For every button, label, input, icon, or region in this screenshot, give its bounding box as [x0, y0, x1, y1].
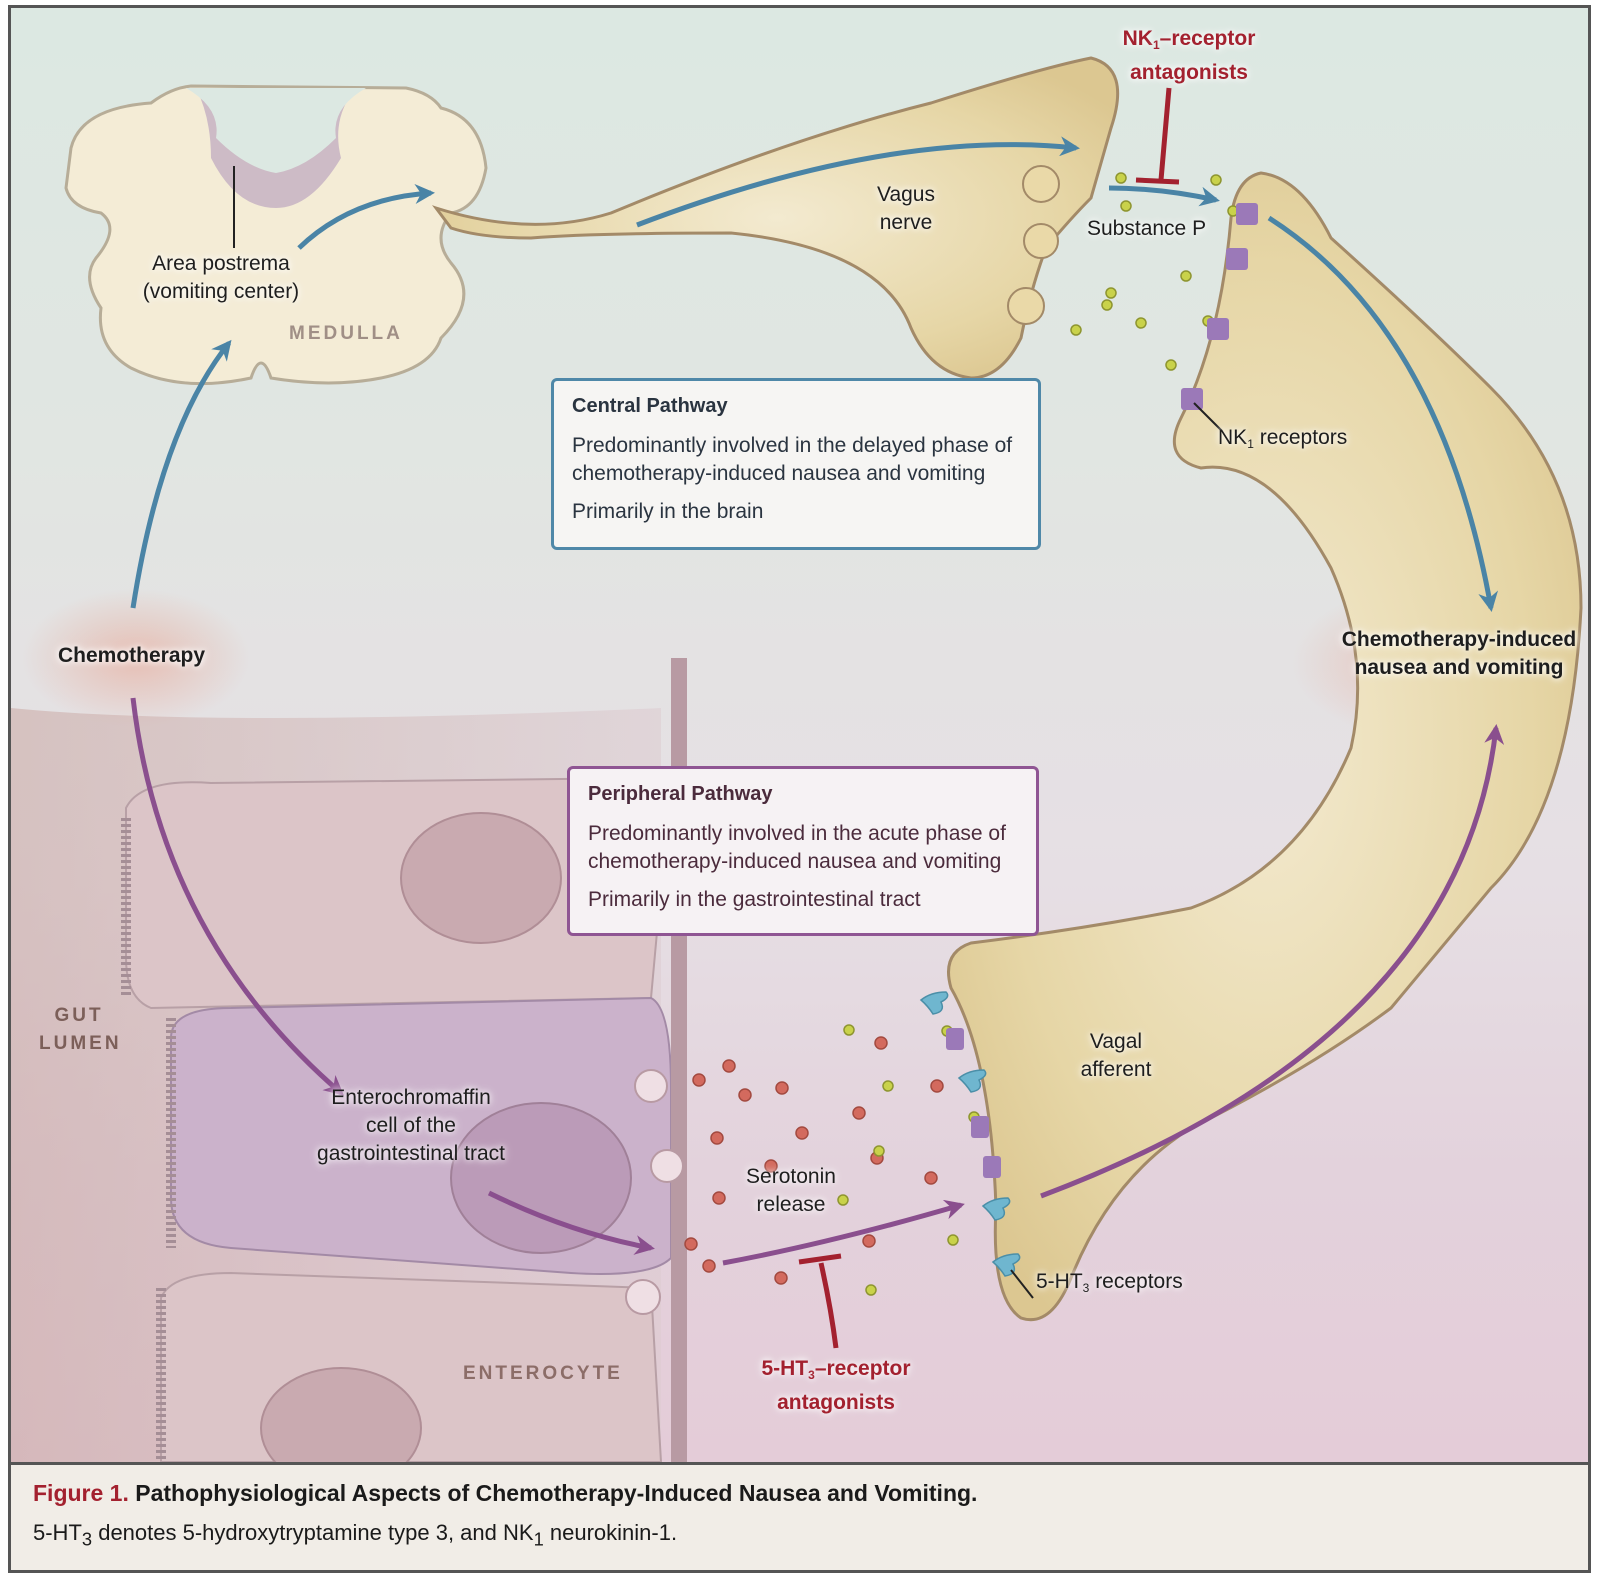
arrow-enterochromaffin-to-release	[487, 1190, 655, 1255]
ht3-receptors-pointer	[1010, 1269, 1034, 1299]
serotonin-vesicles	[625, 1069, 684, 1315]
vesicle	[1007, 287, 1045, 325]
postsynaptic-neuron-shape	[947, 171, 1583, 1321]
nucleus	[400, 812, 562, 944]
nucleus	[260, 1367, 422, 1462]
figure-title: Figure 1. Pathophysiological Aspects of …	[33, 1480, 977, 1507]
peripheral-pathway-location: Primarily in the gastrointestinal tract	[588, 888, 921, 911]
vagal-afferent-label: Vagal afferent	[1080, 1030, 1152, 1081]
vagus-nerve-shape	[431, 56, 1120, 380]
illustration: Area postrema (vomiting center) MEDULLA …	[11, 8, 1588, 1465]
nk1-antagonists-label: NK1–receptor antagonists	[1122, 27, 1256, 84]
substance-p-particles-peripheral	[837, 1024, 980, 1296]
peripheral-pathway-title: Peripheral Pathway	[588, 783, 773, 805]
serotonin-particles	[684, 1036, 944, 1285]
nk1-receptors-peripheral	[946, 1028, 1001, 1178]
peripheral-pathway-box: Peripheral Pathway Predominantly involve…	[567, 766, 1039, 936]
arrow-to-cinv-peripheral	[1040, 724, 1505, 1199]
ht3-receptors	[919, 991, 1021, 1277]
enterochromaffin-label: Enterochromaffin cell of the gastrointes…	[317, 1086, 505, 1165]
ht3-antagonists-label: 5-HT3–receptor antagonists	[761, 1357, 911, 1414]
medulla-label: MEDULLA	[289, 323, 403, 344]
arrow-substance-p	[1108, 185, 1220, 207]
microvilli	[121, 818, 176, 1462]
gut-lumen-label: GUT LUMEN	[39, 1005, 122, 1054]
figure-legend: 5-HT3 denotes 5-hydroxytryptamine type 3…	[33, 1520, 678, 1550]
figure-frame: Area postrema (vomiting center) MEDULLA …	[8, 5, 1591, 1573]
enterocyte-label: ENTEROCYTE	[463, 1363, 623, 1384]
arrow-area-postrema-to-vagus	[297, 184, 435, 250]
vesicle	[1023, 223, 1059, 259]
chemotherapy-label: Chemotherapy	[58, 644, 206, 667]
diagram-graphics	[11, 56, 1583, 1462]
area-postrema-label: Area postrema (vomiting center)	[142, 252, 300, 303]
arrow-along-vagus	[636, 136, 1080, 228]
arrow-to-cinv-central	[1267, 215, 1499, 612]
nk1-antagonist-inhibitor	[1135, 87, 1180, 185]
arrow-chemo-to-area-postrema	[130, 339, 232, 609]
nk1-receptors	[1181, 203, 1258, 410]
medulla-shape	[64, 84, 488, 386]
central-pathway-location: Primarily in the brain	[572, 500, 764, 523]
cinv-label: Chemotherapy-induced nausea and vomiting	[1341, 628, 1577, 679]
nk1-receptors-label: NK1 receptors	[1218, 426, 1348, 451]
figure-title-text: Pathophysiological Aspects of Chemothera…	[135, 1480, 978, 1506]
ht3-antagonist-inhibitor	[798, 1253, 842, 1349]
fourth-ventricle	[186, 88, 366, 173]
vagus-nerve-label: Vagus nerve	[877, 183, 935, 234]
serotonin-release-label: Serotonin release	[746, 1165, 836, 1216]
figure-caption: Figure 1. Pathophysiological Aspects of …	[11, 1465, 1588, 1570]
peripheral-pathway-description: Predominantly involved in the acute phas…	[588, 822, 1006, 873]
nucleus	[450, 1102, 632, 1254]
arrow-chemo-to-enterochromaffin	[130, 697, 345, 1096]
ht3-receptors-label: 5-HT3 receptors	[1036, 1270, 1183, 1295]
central-pathway-box: Central Pathway Predominantly involved i…	[551, 378, 1041, 550]
central-pathway-description: Predominantly involved in the delayed ph…	[572, 434, 1013, 485]
central-pathway-title: Central Pathway	[572, 395, 728, 417]
figure-number: Figure 1.	[33, 1480, 129, 1506]
arrow-serotonin-release	[722, 1199, 965, 1266]
nk1-receptors-pointer	[1193, 402, 1222, 431]
substance-p-label: Substance P	[1087, 217, 1207, 240]
vesicle	[1022, 165, 1060, 203]
